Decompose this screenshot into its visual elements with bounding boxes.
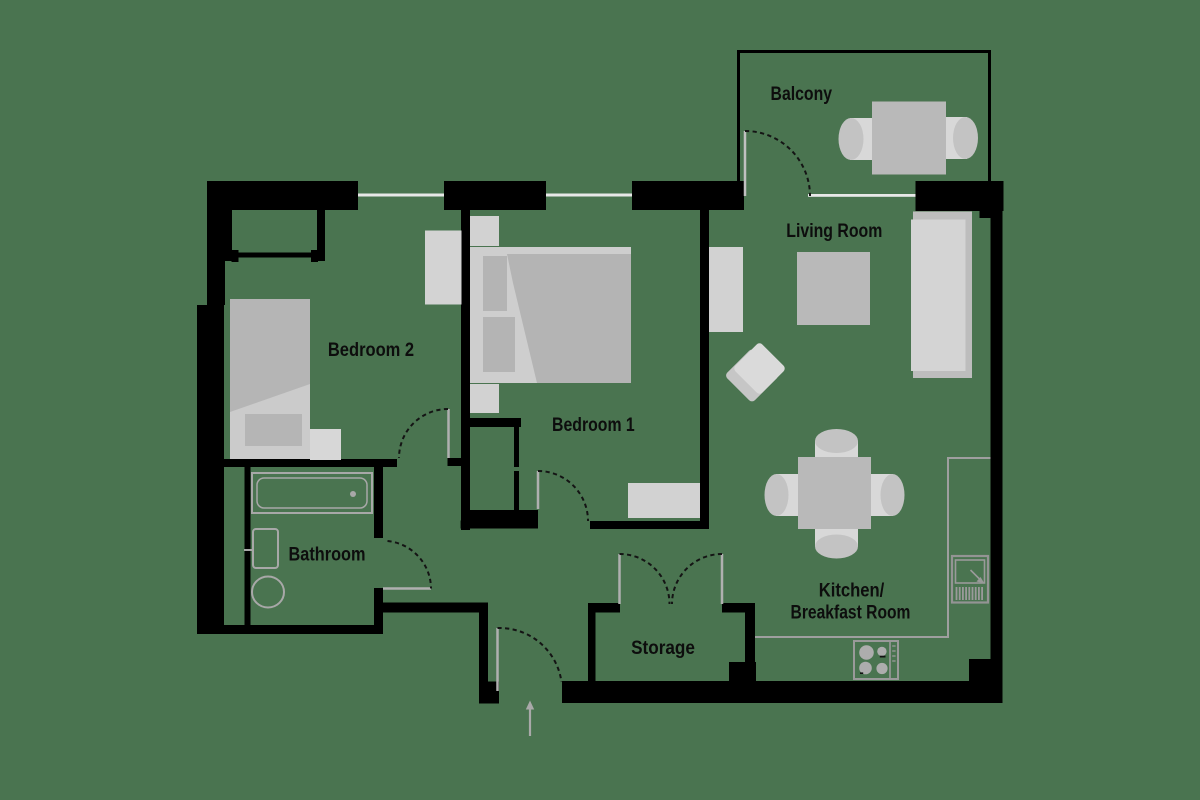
svg-text:Kitchen/: Kitchen/: [819, 580, 885, 601]
svg-text:Storage: Storage: [631, 638, 695, 659]
svg-text:Bathroom: Bathroom: [289, 545, 366, 566]
svg-text:Bedroom 1: Bedroom 1: [552, 415, 635, 436]
svg-text:Living Room: Living Room: [786, 221, 882, 242]
svg-text:Breakfast Room: Breakfast Room: [791, 603, 911, 624]
svg-text:Bedroom 2: Bedroom 2: [328, 340, 414, 361]
svg-text:Balcony: Balcony: [771, 84, 833, 105]
